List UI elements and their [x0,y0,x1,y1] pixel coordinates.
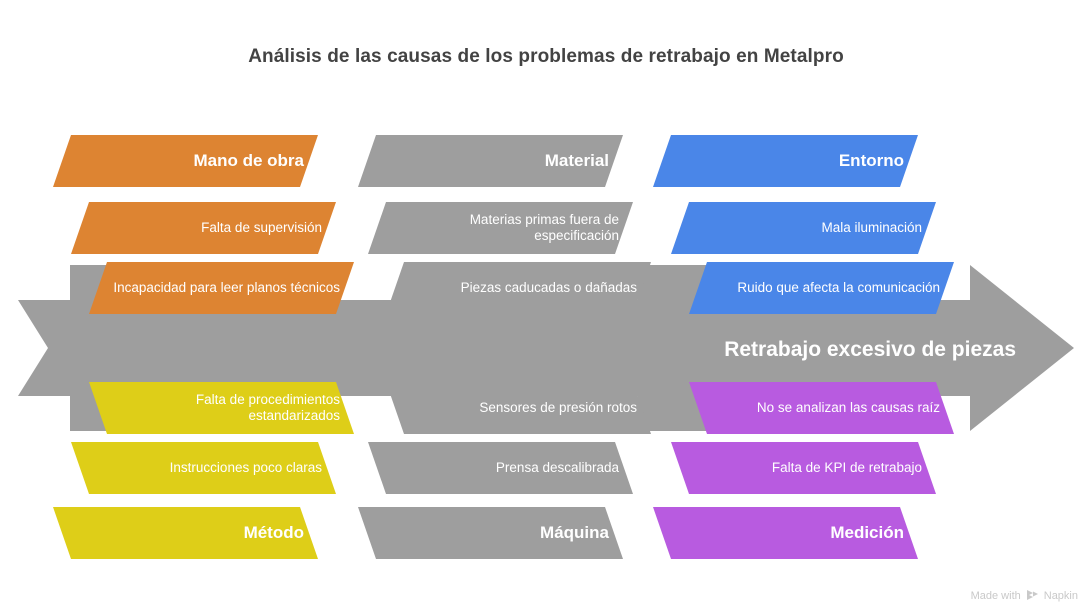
page-title: Análisis de las causas de los problemas … [248,46,844,67]
category-header-label: Medición [830,522,904,542]
category-header-label: Material [544,150,609,170]
cause-item[interactable]: Ruido que afecta la comunicación [689,262,954,314]
cause-item[interactable]: Piezas caducadas o dañadas [386,262,651,314]
cause-item[interactable]: Incapacidad para leer planos técnicos [89,262,354,314]
cause-item[interactable]: Falta de procedimientos estandarizados [89,382,354,434]
cause-item[interactable]: Falta de KPI de retrabajo [671,442,936,494]
category-header-metodo[interactable]: Método [53,507,318,559]
category-header-entorno[interactable]: Entorno [653,135,918,187]
cause-item[interactable]: Prensa descalibrada [368,442,633,494]
cause-item[interactable]: Mala iluminación [671,202,936,254]
category-header-label: Mano de obra [193,150,304,170]
category-header-medicion[interactable]: Medición [653,507,918,559]
cause-item[interactable]: Instrucciones poco claras [71,442,336,494]
napkin-chevron-icon [1026,589,1039,602]
cause-label: Instrucciones poco claras [169,460,322,476]
effect-label: Retrabajo excesivo de piezas [610,330,1030,370]
cause-label: Falta de supervisión [201,220,322,236]
cause-item[interactable]: Materias primas fuera de especificación [368,202,633,254]
cause-label: Incapacidad para leer planos técnicos [113,280,340,296]
category-header-material[interactable]: Material [358,135,623,187]
cause-label: Falta de procedimientos estandarizados [195,392,340,423]
category-header-label: Método [243,522,304,542]
category-header-label: Entorno [838,150,904,170]
cause-label: Piezas caducadas o dañadas [460,280,637,296]
cause-item[interactable]: Sensores de presión rotos [386,382,651,434]
watermark-text: Made with [970,589,1021,602]
cause-item[interactable]: No se analizan las causas raíz [689,382,954,434]
category-header-maquina[interactable]: Máquina [358,507,623,559]
watermark-brand: Napkin [1043,589,1078,602]
category-header-label: Máquina [540,522,609,542]
cause-label: Sensores de presión rotos [479,400,637,416]
cause-label: Ruido que afecta la comunicación [737,280,940,296]
category-header-mano-de-obra[interactable]: Mano de obra [53,135,318,187]
cause-item[interactable]: Falta de supervisión [71,202,336,254]
cause-label: Falta de KPI de retrabajo [771,460,922,476]
cause-label: Prensa descalibrada [495,460,619,476]
cause-label: Materias primas fuera de especificación [469,212,619,243]
effect-text: Retrabajo excesivo de piezas [724,337,1016,361]
cause-label: No se analizan las causas raíz [756,400,940,416]
watermark: Made with Napkin [971,589,1078,602]
cause-label: Mala iluminación [821,220,922,236]
